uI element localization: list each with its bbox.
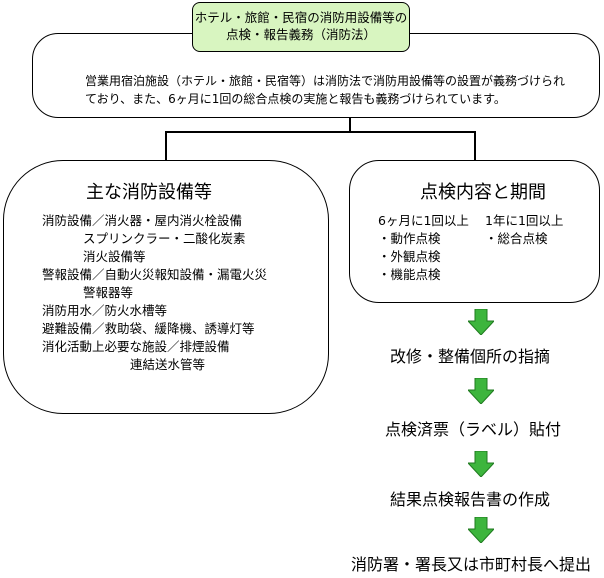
equipment-line: 消防用水／防火水槽等 xyxy=(42,303,168,318)
inspection-col1-item: ・動作点検 xyxy=(378,231,441,246)
connector-intro-down xyxy=(349,118,351,132)
down-arrow-icon xyxy=(468,378,494,404)
equipment-line: 警報器等 xyxy=(83,285,134,300)
equipment-box: 主な消防設備等 消防設備／消火器・屋内消火栓設備 スプリンクラー・二酸化炭素 消… xyxy=(3,160,329,414)
down-arrow-icon xyxy=(468,451,494,477)
inspection-title: 点検内容と期間 xyxy=(420,182,546,203)
inspection-box: 点検内容と期間 6ヶ月に1回以上 ・動作点検 ・外観点検 ・機能点検 1年に1回… xyxy=(349,160,600,303)
inspection-col2-header: 1年に1回以上 xyxy=(485,213,564,228)
down-arrow-icon xyxy=(468,517,494,543)
equipment-line: 警報設備／自動火災報知設備・漏電火災 xyxy=(42,267,268,282)
down-arrow-icon xyxy=(468,309,494,335)
intro-line-2: ており、また、6ヶ月に1回の総合点検の実施と報告も義務づけられています。 xyxy=(85,92,506,106)
inspection-col1-item: ・外観点検 xyxy=(378,249,441,264)
equipment-line: 消化活動上必要な施設／排煙設備 xyxy=(42,339,230,354)
flow-step-2: 点検済票（ラベル）貼付 xyxy=(385,420,562,439)
connector-horizontal xyxy=(165,131,474,133)
connector-right-down xyxy=(474,131,476,161)
equipment-line: 連結送水管等 xyxy=(130,357,206,372)
title-line-1: ホテル・旅館・民宿の消防用設備等の xyxy=(194,10,408,25)
connector-left-down xyxy=(165,131,167,161)
flow-step-1: 改修・整備個所の指摘 xyxy=(390,347,551,366)
inspection-col2-item: ・総合点検 xyxy=(485,231,548,246)
equipment-line: 避難設備／救助袋、緩降機、誘導灯等 xyxy=(42,321,255,336)
inspection-col1-item: ・機能点検 xyxy=(378,267,441,282)
equipment-line: 消防設備／消火器・屋内消火栓設備 xyxy=(42,213,243,228)
equipment-line: スプリンクラー・二酸化炭素 xyxy=(83,231,246,246)
title-line-2: 点検・報告義務（消防法） xyxy=(225,27,376,42)
intro-line-1: 営業用宿泊施設（ホテル・旅館・民宿等）は消防法で消防用設備等の設置が義務づけられ xyxy=(85,74,566,88)
title-box: ホテル・旅館・民宿の消防用設備等の 点検・報告義務（消防法） xyxy=(192,2,410,52)
flow-step-4: 消防署・署長又は市町村長へ提出 xyxy=(351,555,592,574)
equipment-line: 消火設備等 xyxy=(83,249,146,264)
equipment-title: 主な消防設備等 xyxy=(86,182,212,203)
flow-step-3: 結果点検報告書の作成 xyxy=(390,490,551,509)
inspection-col1-header: 6ヶ月に1回以上 xyxy=(378,213,469,228)
